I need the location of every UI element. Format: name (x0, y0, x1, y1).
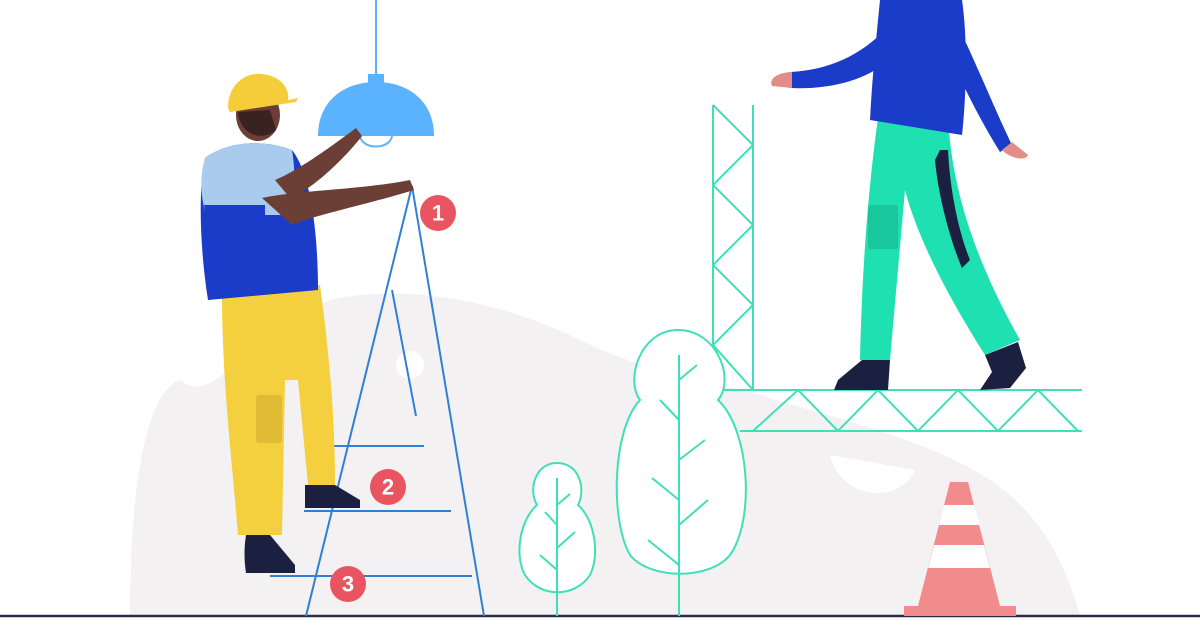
traffic-cone-icon (904, 482, 1016, 616)
step-badge-1-number: 1 (432, 201, 444, 226)
step-badge-2-number: 2 (382, 475, 394, 500)
step-badge-3: 3 (330, 566, 366, 602)
scaffold-icon (711, 104, 1082, 433)
blob-hole (396, 351, 424, 379)
pendant-lamp-icon (318, 0, 434, 148)
step-badge-1: 1 (420, 195, 456, 231)
tree-icon (615, 328, 747, 616)
worker-on-ladder (200, 73, 414, 573)
step-badge-2: 2 (370, 469, 406, 505)
tree-icon (518, 461, 597, 616)
background-blob (130, 293, 1080, 615)
worker-on-scaffold (771, 0, 1028, 390)
step-badge-3-number: 3 (342, 572, 354, 597)
step-ladder-icon (270, 185, 485, 617)
blob-notch (830, 455, 915, 493)
